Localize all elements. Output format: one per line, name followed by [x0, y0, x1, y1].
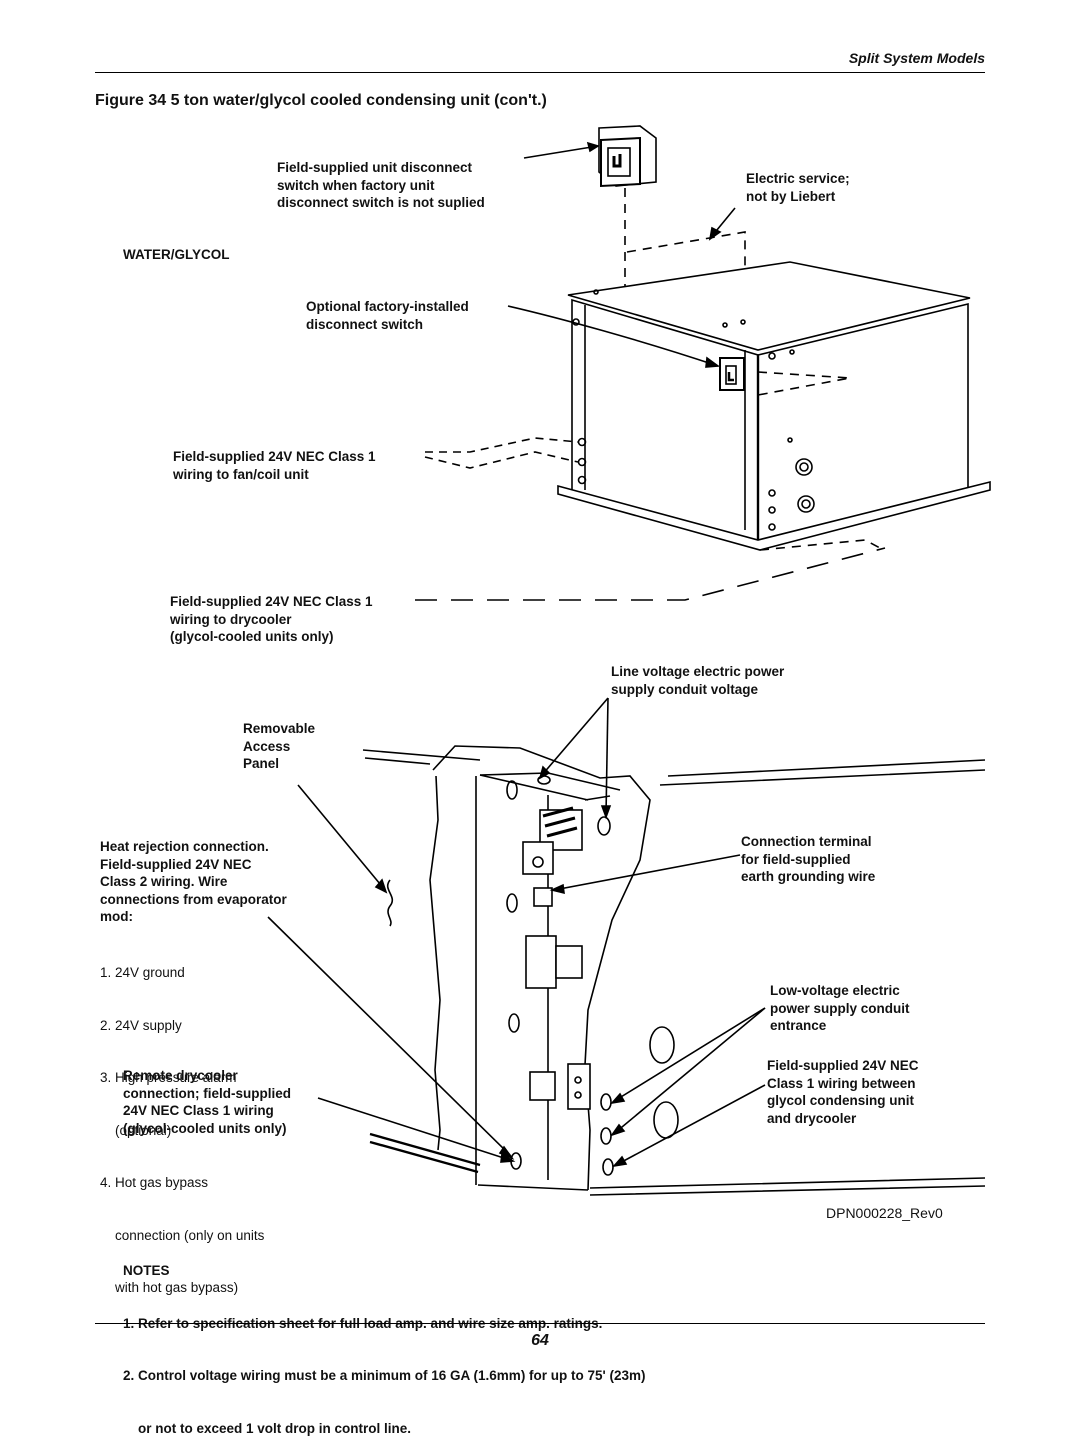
label-removable-panel: Removable Access Panel — [243, 721, 316, 771]
notes-title: NOTES — [123, 1263, 170, 1278]
section-header: Split System Models — [848, 50, 985, 66]
drawing-number: DPN000228_Rev0 — [826, 1205, 943, 1221]
label-heat-rejection: Heat rejection connection. Field-supplie… — [100, 839, 287, 924]
label-electric-service: Electric service; not by Liebert — [746, 171, 850, 204]
header-rule — [95, 72, 985, 73]
condensing-unit-cabinet — [557, 261, 991, 551]
footer-rule — [95, 1323, 985, 1324]
field-disconnect-box — [598, 125, 657, 188]
label-field-disconnect: Field-supplied unit disconnect switch wh… — [277, 160, 485, 210]
heat-rejection-list: 1. 24V ground 2. 24V supply 3. High pres… — [100, 965, 265, 1295]
diagram-drawing — [267, 125, 991, 1196]
label-drycooler-wiring: Field-supplied 24V NEC Class 1 wiring to… — [170, 594, 373, 644]
label-class1-between: Field-supplied 24V NEC Class 1 wiring be… — [767, 1058, 919, 1126]
label-remote-drycooler: Remote drycooler connection; field-suppl… — [123, 1068, 291, 1136]
label-optional-disconnect: Optional factory-installed disconnect sw… — [306, 299, 469, 332]
label-line-voltage: Line voltage electric power supply condu… — [611, 664, 785, 697]
page-number: 64 — [531, 1332, 549, 1349]
label-fancoil-wiring: Field-supplied 24V NEC Class 1 wiring to… — [173, 449, 376, 482]
note-item: 2. Control voltage wiring must be a mini… — [123, 1368, 646, 1383]
label-water-glycol: WATER/GLYCOL — [123, 247, 230, 262]
label-connection-terminal: Connection terminal for field-supplied e… — [741, 834, 876, 884]
label-low-voltage: Low-voltage electric power supply condui… — [770, 983, 910, 1033]
note-item: or not to exceed 1 volt drop in control … — [123, 1420, 412, 1436]
figure-caption: Figure 34 5 ton water/glycol cooled cond… — [95, 92, 547, 109]
